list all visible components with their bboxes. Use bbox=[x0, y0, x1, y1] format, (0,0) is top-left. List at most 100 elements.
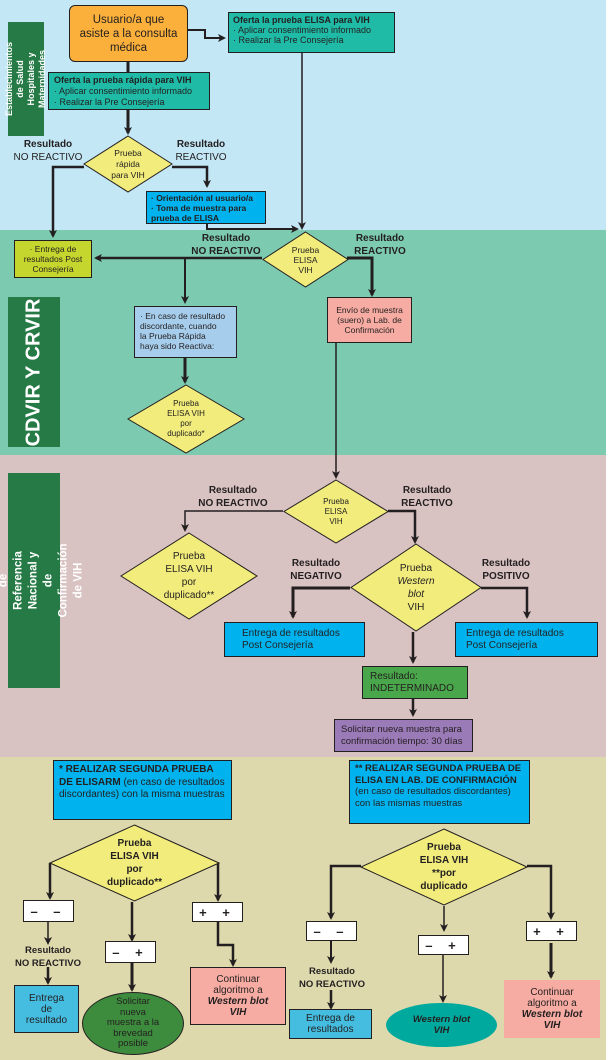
deliver-text: resultado bbox=[25, 1014, 68, 1026]
elisa-offer-title: Oferta la prueba ELISA para VIH bbox=[233, 15, 370, 25]
rapid-offer-title: Oferta la prueba rápida para VIH bbox=[54, 75, 192, 85]
new-sample-box: Solicitar nueva muestra para confirmació… bbox=[334, 719, 473, 752]
delivery-text: Post Consejería bbox=[466, 640, 538, 651]
section-label-establecimientos: Establecimientos de Salud Hospitales y M… bbox=[4, 22, 47, 136]
decision-text: ELISA VIH bbox=[110, 851, 159, 862]
decision-text: Prueba bbox=[291, 244, 320, 255]
elisa-offer-box: Oferta la prueba ELISA para VIH · Aplica… bbox=[228, 12, 395, 53]
continue-wb-box-right: Continuar algoritmo a Western blot VIH bbox=[504, 980, 600, 1038]
label-text: Resultado bbox=[309, 966, 355, 977]
western-blot-text: VIH bbox=[433, 1025, 450, 1036]
send-sample-text: (suero) a Lab. de bbox=[337, 315, 402, 325]
delivery-text: Entrega de resultados bbox=[242, 628, 340, 639]
sign-text: – – bbox=[30, 903, 67, 919]
decision-text: VIH bbox=[298, 264, 313, 275]
label-no-reactivo: Resultado NO REACTIVO bbox=[290, 965, 374, 991]
label-text: Resultado bbox=[176, 139, 226, 150]
label-text: NO REACTIVO bbox=[299, 979, 365, 990]
decision-text: Prueba bbox=[173, 399, 199, 408]
elisa-decision-lab: Prueba ELISA VIH bbox=[283, 479, 389, 544]
sign-text: + + bbox=[533, 923, 570, 939]
decision-text: duplicado bbox=[420, 881, 468, 892]
label-text: NO REACTIVO bbox=[15, 958, 81, 969]
elisa-offer-item: · Realizar la Pre Consejería bbox=[233, 35, 344, 45]
label-no-reactivo: Resultado NO REACTIVO bbox=[186, 232, 266, 258]
discordant-text: la Prueba Rápida bbox=[140, 331, 206, 341]
western-blot-ellipse: Western blot VIH bbox=[386, 1003, 497, 1047]
elisa-duplicate-decision: Prueba ELISA VIH por duplicado* bbox=[127, 384, 245, 454]
elisa-duplicate-decision-right: Prueba ELISA VIH **por duplicado bbox=[360, 828, 528, 906]
request-text: posible bbox=[117, 1038, 149, 1050]
send-sample-box: Envío de muestra (suero) a Lab. de Confi… bbox=[327, 297, 412, 343]
label-positivo: Resultado POSITIVO bbox=[475, 557, 537, 583]
decision-text: duplicado* bbox=[167, 429, 205, 438]
result-pos-pos: + + bbox=[526, 921, 577, 941]
decision-text: VIH bbox=[407, 601, 425, 613]
new-sample-text: Solicitar nueva muestra para bbox=[341, 724, 462, 735]
decision-text: duplicado** bbox=[106, 877, 162, 888]
label-no-reactivo: Resultado NO REACTIVO bbox=[10, 138, 86, 164]
sign-text: – + bbox=[112, 944, 149, 960]
decision-text: VIH bbox=[329, 516, 343, 526]
orientation-box: · Orientación al usuario/a · Toma de mue… bbox=[146, 191, 266, 224]
delivery-text: · Entrega de bbox=[29, 244, 77, 254]
continue-text: Continuar bbox=[530, 987, 574, 998]
request-text: Solicitar bbox=[116, 996, 150, 1008]
label-text: REACTIVO bbox=[175, 152, 227, 163]
decision-text: rápida bbox=[116, 158, 140, 169]
continue-text: algoritmo a bbox=[527, 998, 577, 1009]
section-label-laboratorio: Laboratorio de Referencia Nacional y de … bbox=[0, 473, 85, 688]
elisa-offer-item: · Aplicar consentimiento informado bbox=[233, 25, 372, 35]
deliver-results-box: Entrega de resultados bbox=[289, 1009, 372, 1039]
decision-text: Prueba bbox=[399, 562, 433, 574]
deliver-text: resultados bbox=[307, 1024, 354, 1035]
decision-text: Prueba bbox=[323, 496, 349, 506]
request-text: brevedad bbox=[113, 1027, 153, 1039]
label-text: Resultado bbox=[291, 558, 341, 569]
delivery-positive-box: Entrega de resultados Post Consejería bbox=[455, 622, 598, 657]
indeterminate-box: Resultado: INDETERMINADO bbox=[362, 666, 468, 699]
label-negativo: Resultado NEGATIVO bbox=[285, 557, 347, 583]
discordant-text: · En caso de resultado bbox=[140, 311, 226, 321]
decision-text: ELISA VIH bbox=[419, 855, 469, 866]
label-text: POSITIVO bbox=[482, 571, 530, 582]
continue-text: VIH bbox=[229, 1007, 247, 1018]
sign-text: + + bbox=[199, 904, 236, 920]
discordant-text: discordante, cuando bbox=[140, 321, 217, 331]
deliver-text: Entrega bbox=[28, 992, 65, 1004]
section-label-text: Laboratorio de Referencia Nacional y de … bbox=[0, 543, 85, 618]
decision-text: por bbox=[181, 577, 197, 588]
indeterminate-text: Resultado: bbox=[370, 671, 418, 682]
label-text: Resultado bbox=[23, 139, 73, 150]
request-text: muestra a la bbox=[106, 1017, 160, 1029]
new-sample-text: confirmación tiempo: 30 días bbox=[341, 736, 463, 747]
send-sample-text: Confirmación bbox=[344, 325, 395, 335]
decision-text: por bbox=[126, 864, 143, 875]
label-text: Resultado bbox=[481, 558, 531, 569]
label-reactivo: Resultado REACTIVO bbox=[348, 232, 412, 258]
continue-text: VIH bbox=[543, 1020, 561, 1031]
decision-text: Prueba bbox=[117, 838, 152, 849]
label-text: REACTIVO bbox=[354, 246, 406, 257]
continue-text: Western blot bbox=[207, 996, 269, 1007]
request-sample-ellipse: Solicitar nueva muestra a la brevedad po… bbox=[82, 992, 184, 1055]
continue-text: Continuar bbox=[216, 974, 260, 985]
note-bold-text: ** REALIZAR SEGUNDA PRUEBA DE ELISA EN L… bbox=[355, 763, 522, 786]
decision-text: duplicado** bbox=[163, 590, 215, 601]
label-no-reactivo: Resultado NO REACTIVO bbox=[193, 484, 273, 510]
note-left-box: * REALIZAR SEGUNDA PRUEBA DE ELISARM (en… bbox=[53, 760, 232, 820]
deliver-text: Entrega de bbox=[306, 1012, 355, 1024]
orientation-text: · Orientación al usuario/a bbox=[151, 193, 254, 203]
orientation-text: · Toma de muestra para bbox=[151, 203, 247, 213]
deliver-text: de bbox=[40, 1003, 53, 1015]
section-label-text: CDVIR Y CRVIR bbox=[22, 298, 45, 446]
elisa-duplicate-decision-lab: Prueba ELISA VIH por duplicado** bbox=[120, 532, 258, 620]
decision-text: blot bbox=[407, 588, 425, 600]
label-text: Resultado bbox=[201, 233, 251, 244]
result-neg-neg: – – bbox=[306, 921, 357, 941]
result-neg-neg: – – bbox=[23, 900, 74, 922]
decision-text: **por bbox=[432, 868, 456, 879]
label-text: Resultado bbox=[25, 945, 71, 956]
section-label-text: Establecimientos de Salud Hospitales y M… bbox=[4, 41, 47, 117]
decision-text: por bbox=[180, 419, 192, 428]
